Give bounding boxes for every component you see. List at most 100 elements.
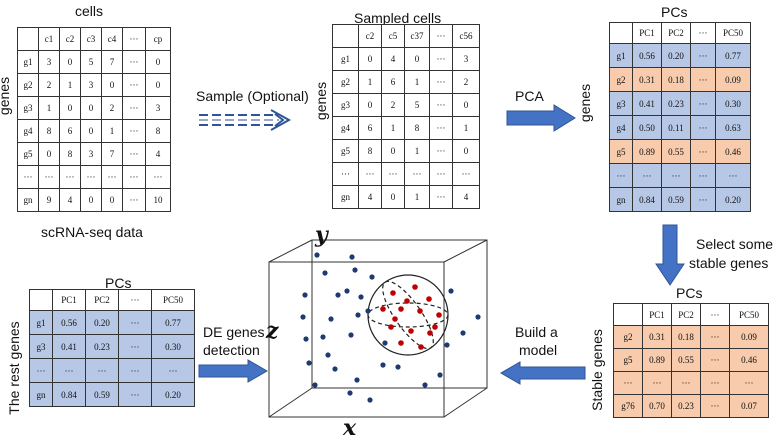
matrix-cell: 0	[101, 73, 123, 97]
unstable-gene-point	[437, 372, 443, 378]
matrix-cell: g1	[332, 47, 359, 71]
unstable-gene-point	[422, 382, 428, 388]
matrix-cell: gn	[17, 188, 39, 212]
matrix-cell: 8	[358, 139, 382, 163]
matrix-cell: 0	[358, 93, 382, 117]
matrix-cell: ···	[404, 162, 430, 186]
select-step-label-2: stable genes	[689, 255, 769, 271]
unstable-gene-point	[322, 270, 328, 276]
matrix-cell: ···	[332, 162, 359, 186]
double-arrow-icon	[199, 109, 292, 131]
matrix-cell: 0	[381, 139, 405, 163]
matrix-cell: 0	[145, 73, 171, 97]
matrix-cell: 0	[59, 96, 81, 120]
matrix-cell: 0.55	[671, 348, 701, 372]
matrix-cell: 5	[404, 93, 430, 117]
matrix-cell: 0.77	[715, 43, 751, 68]
matrix-cell: ···	[609, 163, 633, 188]
unstable-gene-point	[325, 352, 331, 358]
matrix-cell: g3	[29, 334, 53, 359]
matrix-cell: ···	[122, 96, 146, 120]
matrix-cell: 1	[358, 70, 382, 94]
matrix-cell: 1	[101, 119, 123, 143]
raw-genes-label: genes	[0, 76, 12, 116]
unstable-gene-point	[367, 397, 373, 403]
matrix-cell: 0.63	[715, 115, 751, 140]
matrix-cell: gn	[29, 382, 53, 407]
matrix-header-cell: c4	[101, 27, 123, 51]
unstable-gene-point	[303, 336, 309, 342]
unstable-gene-point	[306, 360, 312, 366]
matrix-cell: 6	[381, 70, 405, 94]
matrix-cell: 0	[452, 139, 480, 163]
matrix-cell: 4	[59, 188, 81, 212]
matrix-cell: ···	[85, 358, 119, 383]
matrix-cell: 7	[101, 50, 123, 74]
matrix-cell: 0.84	[52, 382, 86, 407]
matrix-cell: ···	[52, 358, 86, 383]
unstable-gene-point	[320, 334, 326, 340]
matrix-header-cell: c5	[381, 24, 405, 48]
matrix-cell: ···	[613, 371, 643, 395]
matrix-header-cell: PC1	[642, 303, 672, 326]
matrix-cell: 0.09	[729, 325, 769, 349]
z-axis-label: z	[266, 318, 279, 344]
matrix-cell: 0.31	[642, 325, 672, 349]
matrix-cell: 10	[145, 188, 171, 212]
matrix-cell: 0.55	[661, 139, 691, 164]
matrix-header-cell: ···	[690, 22, 716, 44]
matrix-cell: g2	[332, 70, 359, 94]
build-block-arrow-icon	[500, 361, 586, 385]
matrix-cell: ···	[29, 358, 53, 383]
matrix-cell: 0.18	[671, 325, 701, 349]
matrix-header-cell: ···	[700, 303, 730, 326]
matrix-cell: g2	[17, 73, 39, 97]
matrix-cell: gn	[332, 185, 359, 209]
matrix-cell: g3	[17, 96, 39, 120]
matrix-header-cell	[613, 303, 643, 326]
matrix-cell: 0	[101, 188, 123, 212]
matrix-cell: ···	[632, 163, 662, 188]
matrix-cell: 4	[145, 142, 171, 166]
matrix-cell: 2	[38, 73, 60, 97]
matrix-cell: ···	[381, 162, 405, 186]
matrix-cell: g3	[332, 93, 359, 117]
matrix-cell: ···	[59, 165, 81, 189]
unstable-gene-point	[369, 274, 375, 280]
sampled-matrix-title: Sampled cells	[354, 10, 442, 26]
matrix-header-cell: PC2	[661, 22, 691, 44]
matrix-cell: 0.50	[632, 115, 662, 140]
pcs-genes-label: genes	[577, 83, 593, 123]
matrix-header-cell: ···	[429, 24, 453, 48]
unstable-gene-point	[348, 332, 354, 338]
matrix-cell: g4	[609, 115, 633, 140]
unstable-gene-point	[349, 254, 355, 260]
raw-caption: scRNA-seq data	[41, 224, 143, 240]
matrix-cell: ···	[429, 162, 453, 186]
unstable-gene-point	[352, 267, 358, 273]
matrix-cell: 0.30	[715, 91, 751, 116]
matrix-cell: 0.56	[52, 310, 86, 335]
matrix-header-cell: PC50	[151, 289, 195, 311]
matrix-cell: 7	[101, 142, 123, 166]
unstable-gene-point	[347, 390, 353, 396]
matrix-cell: ···	[690, 139, 716, 164]
matrix-cell: 0.46	[715, 139, 751, 164]
matrix-cell: 0.23	[85, 334, 119, 359]
matrix-cell: 0	[80, 96, 102, 120]
matrix-cell: 0.46	[729, 348, 769, 372]
unstable-gene-point	[344, 288, 350, 294]
matrix-header-cell	[17, 27, 39, 51]
matrix-cell: g1	[29, 310, 53, 335]
matrix-header-cell: c3	[80, 27, 102, 51]
stable-gene-point	[380, 306, 386, 312]
